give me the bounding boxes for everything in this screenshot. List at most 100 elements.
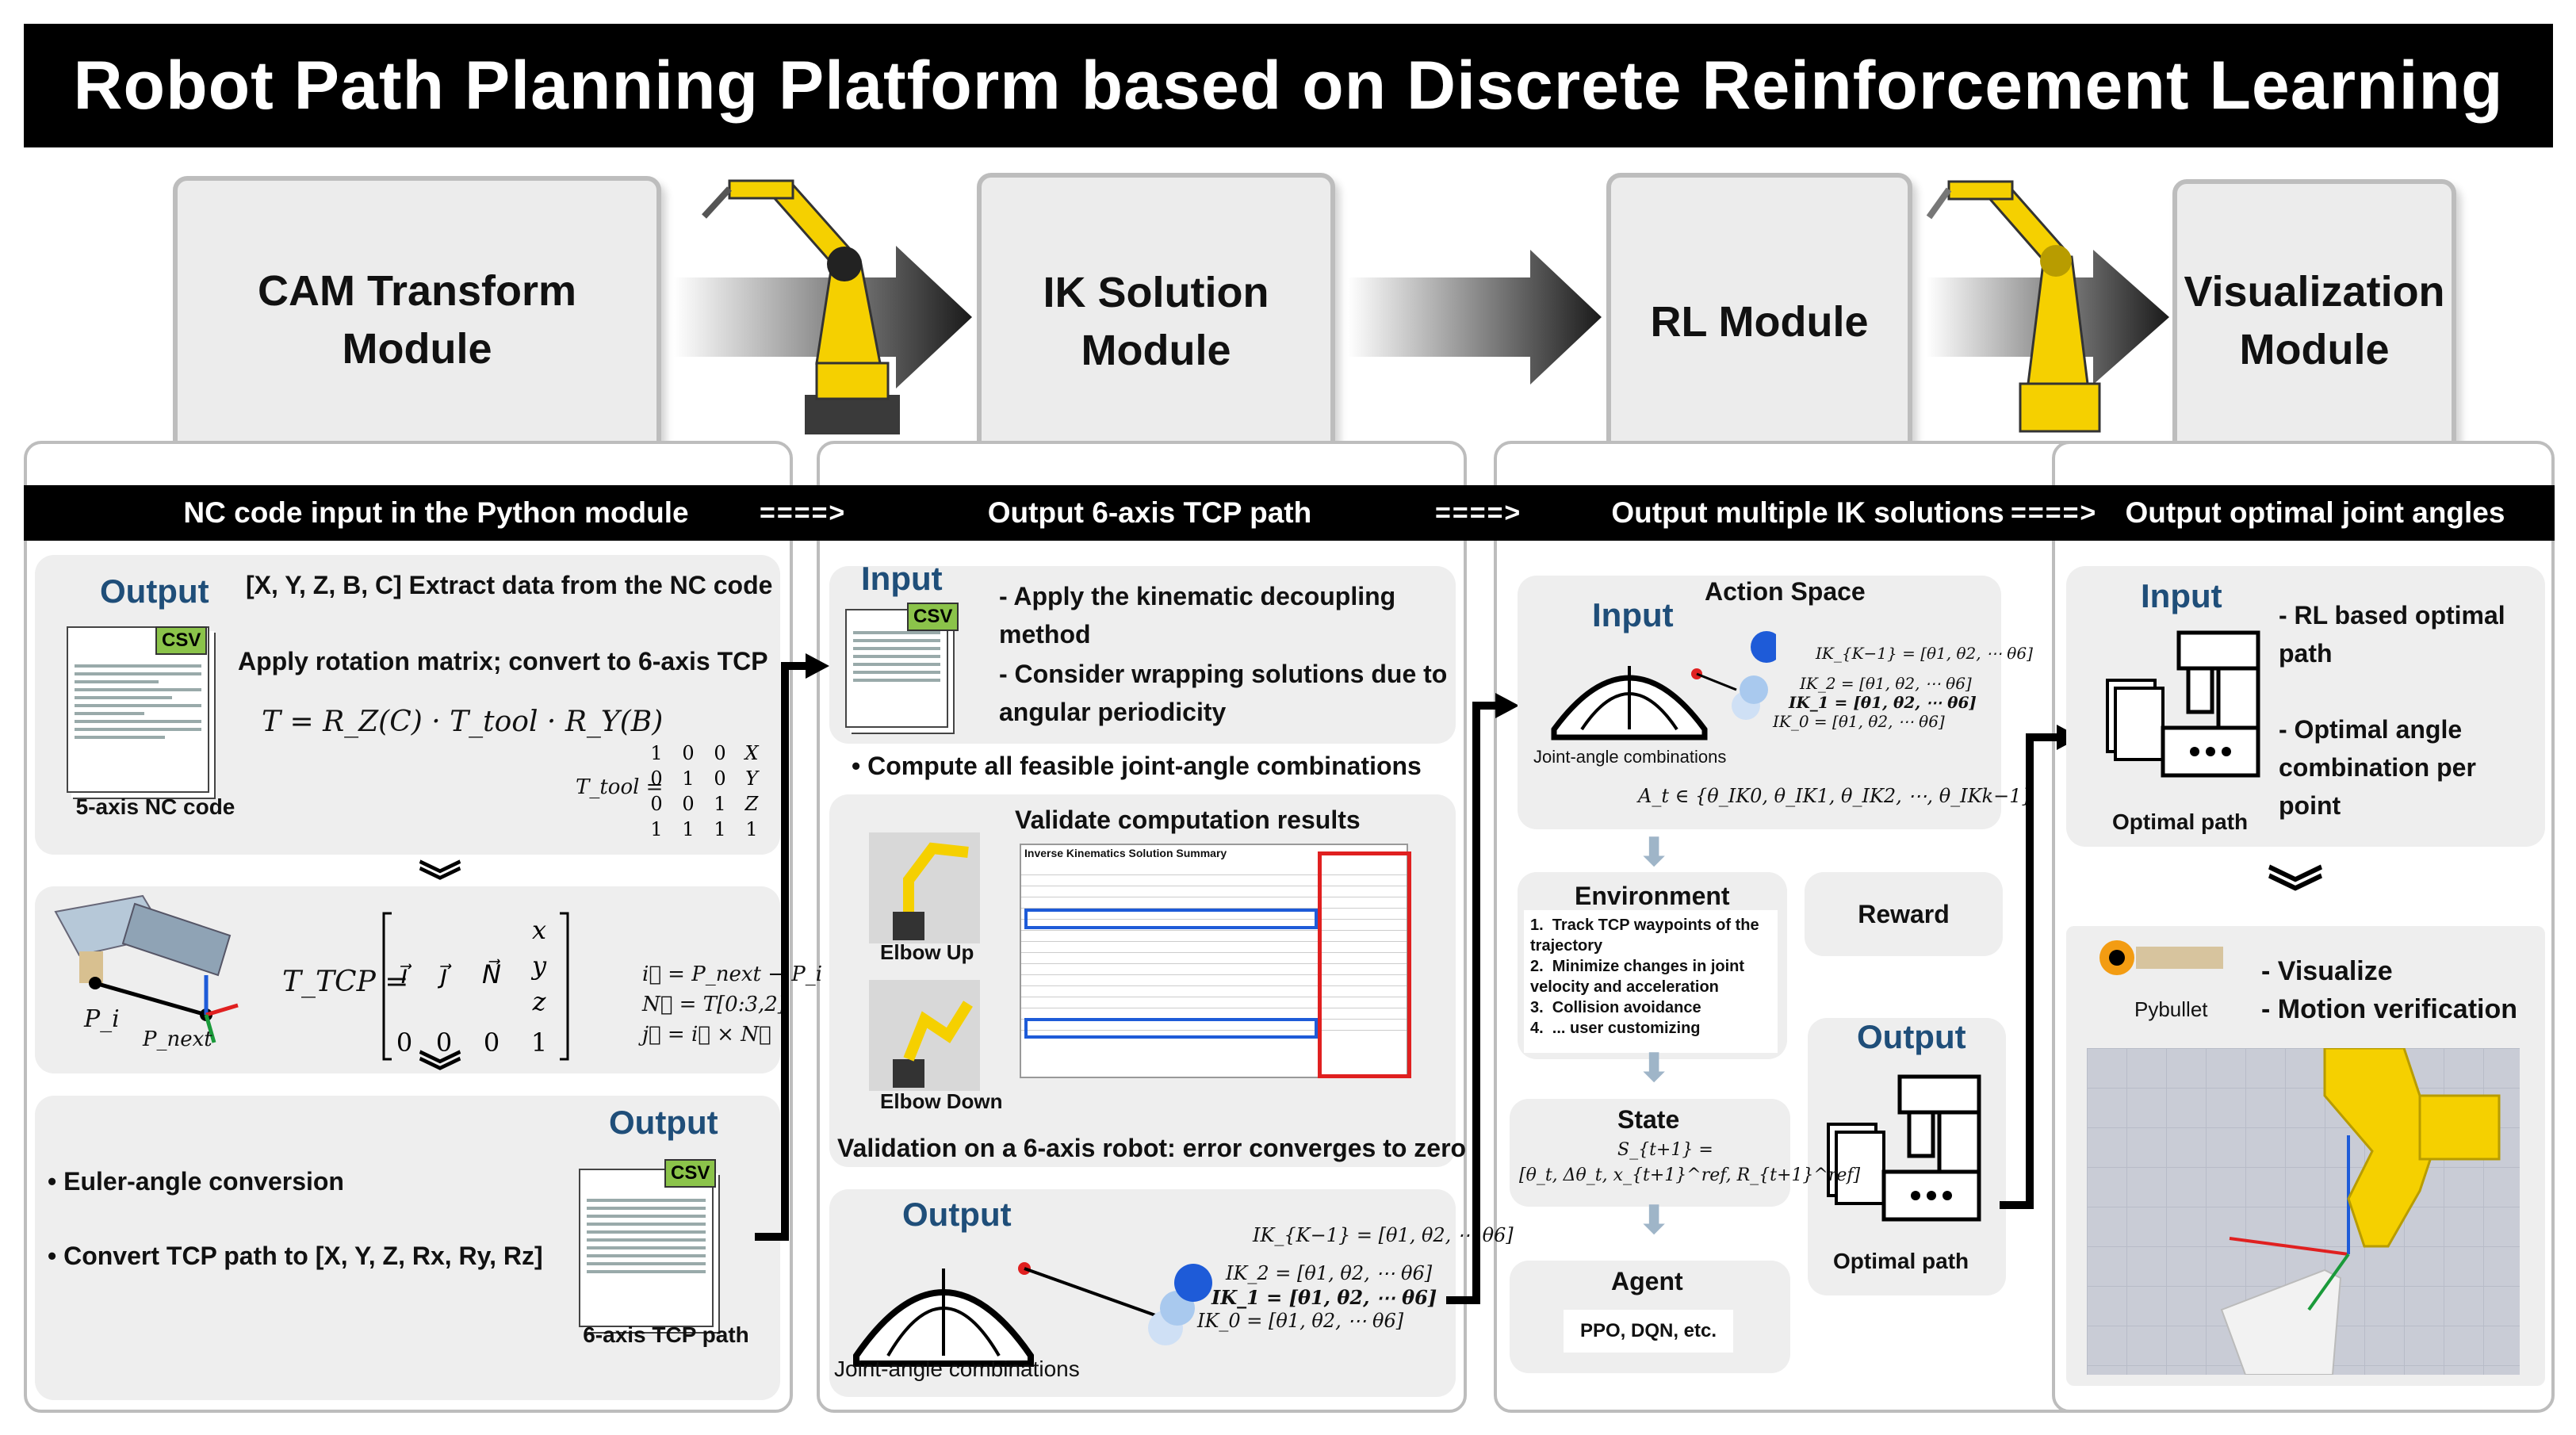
card-reward: Reward	[1805, 872, 2003, 956]
action-formula: A_t ∈ {θ_IK0, θ_IK1, θ_IK2, ⋯, θ_IKk−1}	[1638, 785, 2034, 807]
svg-text:1: 1	[714, 793, 725, 815]
pi-label: P_i	[84, 1005, 120, 1033]
arrow-down-icon: ⬇	[1638, 832, 1671, 874]
robot-arm-icon	[1926, 180, 2101, 433]
svg-text:0: 0	[650, 793, 662, 815]
ik-bullet-2: - Consider wrapping solutions due to ang…	[999, 660, 1448, 726]
card-state	[1510, 1099, 1790, 1207]
euler-text: Euler-angle conversion	[63, 1167, 344, 1196]
svg-text:i⃗: i⃗	[400, 959, 412, 989]
svg-text:N⃗: N⃗	[482, 959, 501, 989]
pybullet-logo	[2099, 940, 2223, 975]
ik-0: IK_0 = [θ1, θ2, ⋯ θ6]	[1773, 712, 1945, 731]
optimal-path-label: Optimal path	[1833, 1249, 1969, 1273]
header-strip	[24, 485, 2555, 541]
csv-tag: CSV	[907, 603, 959, 631]
env-item-text: Track TCP waypoints of the trajectory	[1530, 916, 1759, 955]
agent-title: Agent	[1611, 1267, 1683, 1295]
svg-text:0: 0	[714, 742, 725, 764]
connector-arrow	[755, 653, 829, 1241]
ik-1: IK_1 = [θ1, θ2, ⋯ θ6]	[1211, 1286, 1437, 1309]
flow-arrow-text: ====>	[1435, 497, 1522, 528]
compute-text: Compute all feasible joint-angle combina…	[867, 752, 1422, 780]
optimal-path-label: Optimal path	[2112, 809, 2249, 834]
rotate-text: Apply rotation matrix; convert to 6-axis…	[238, 647, 768, 675]
svg-text:0: 0	[650, 767, 662, 790]
tcp-caption: 6-axis TCP path	[583, 1322, 749, 1347]
svg-text:X: X	[743, 742, 759, 764]
elbow-up-image	[869, 832, 980, 943]
flow-arrow-text: ====>	[2011, 497, 2098, 528]
eq-i: i⃗ = P_next − P_i	[642, 962, 823, 986]
ik-solution-table: Inverse Kinematics Solution Summary	[1020, 844, 1408, 1078]
module-ik-solution: IK Solution Module	[977, 173, 1335, 471]
viz-bullet-2: - Optimal angle combination per point	[2279, 715, 2476, 820]
env-item-text: Minimize changes in joint velocity and a…	[1530, 958, 1745, 996]
joint-space-diagram	[1551, 631, 1776, 740]
output-label: Output	[609, 1104, 718, 1141]
state-formula-1: S_{t+1} =	[1617, 1140, 1713, 1160]
state-formula-2: [θ_t, Δθ_t, x_{t+1}^ref, R_{t+1}^ref]	[1519, 1165, 1861, 1185]
tool-frame-diagram	[54, 894, 239, 1043]
flow-arrow-2	[1348, 250, 1602, 385]
svg-text:1: 1	[682, 818, 694, 840]
environment-list: 1. Track TCP waypoints of the trajectory…	[1524, 910, 1778, 1053]
ik-2: IK_2 = [θ1, θ2, ⋯ θ6]	[1800, 674, 1972, 693]
svg-text:z: z	[532, 986, 547, 1016]
module-flow-arrows	[674, 246, 2169, 388]
cnc-machine-icon	[1827, 1074, 1981, 1222]
elbow-down-label: Elbow Down	[880, 1089, 1003, 1113]
ik-k1: IK_{K−1} = [θ1, θ2, ⋯ θ6]	[1816, 644, 2033, 663]
svg-text:y: y	[530, 951, 547, 981]
env-item-text: Collision avoidance	[1552, 999, 1701, 1016]
svg-text:1: 1	[714, 818, 725, 840]
cnc-machine-icon	[2106, 630, 2260, 778]
svg-text:0: 0	[682, 793, 694, 815]
output-label: Output	[1857, 1018, 1966, 1055]
compute-bullet: • Compute all feasible joint-angle combi…	[852, 752, 1422, 780]
env-item-1: 1. Track TCP waypoints of the trajectory	[1530, 916, 1759, 955]
validate-title: Validate computation results	[1015, 806, 1361, 834]
viz-bullet-1: - RL based optimal path	[2279, 601, 2505, 668]
svg-text:0: 0	[682, 742, 694, 764]
t-formula: T = R_Z(C) · T_tool · R_Y(B)	[262, 706, 664, 738]
eq-n: N⃗ = T[0:3,2]	[642, 993, 786, 1016]
t-tcp-label: T_TCP =	[282, 966, 409, 998]
agent-text: PPO, DQN, etc.	[1564, 1310, 1733, 1353]
page-title: Robot Path Planning Platform based on Di…	[24, 24, 2553, 147]
input-label: Input	[861, 560, 943, 597]
svg-text:1: 1	[682, 767, 694, 790]
validation-text: Validation on a 6-axis robot: error conv…	[837, 1134, 1467, 1162]
env-item-3: 3. Collision avoidance	[1530, 999, 1701, 1016]
output-label: Output	[100, 572, 209, 610]
svg-text:1: 1	[650, 818, 662, 840]
reward-label: Reward	[1858, 900, 1950, 928]
env-item-4: 4. ... user customizing	[1530, 1020, 1701, 1037]
header-ik-solutions: Output multiple IK solutions	[1611, 496, 2004, 529]
elbow-down-image	[869, 980, 980, 1091]
output-label: Output	[902, 1196, 1012, 1233]
csv-tag: CSV	[155, 626, 208, 655]
ik-bullet-1: - Apply the kinematic decoupling method	[999, 582, 1396, 649]
svg-text:0: 0	[714, 767, 725, 790]
svg-text:0: 0	[484, 1027, 500, 1058]
nc-caption: 5-axis NC code	[75, 794, 235, 819]
error-column-highlight	[1318, 851, 1411, 1078]
connector-arrow	[1446, 693, 1519, 1304]
state-title: State	[1617, 1105, 1680, 1134]
input-label: Input	[2141, 577, 2222, 614]
environment-title: Environment	[1575, 882, 1730, 910]
joint-combos-label: Joint-angle combinations	[834, 1357, 1080, 1381]
extract-text: [X, Y, Z, B, C] Extract data from the NC…	[246, 571, 773, 599]
eq-j: j⃗ = i⃗ × N⃗	[642, 1023, 771, 1047]
svg-text:1: 1	[745, 818, 757, 840]
csv-tag: CSV	[664, 1159, 717, 1188]
highlight-row	[1024, 909, 1318, 929]
pnext-label: P_next	[143, 1027, 212, 1051]
pybullet-label: Pybullet	[2134, 997, 2208, 1021]
flow-arrow-text: ====>	[760, 497, 847, 528]
svg-text:0: 0	[436, 1027, 452, 1058]
robot-arm-icon	[702, 179, 900, 434]
